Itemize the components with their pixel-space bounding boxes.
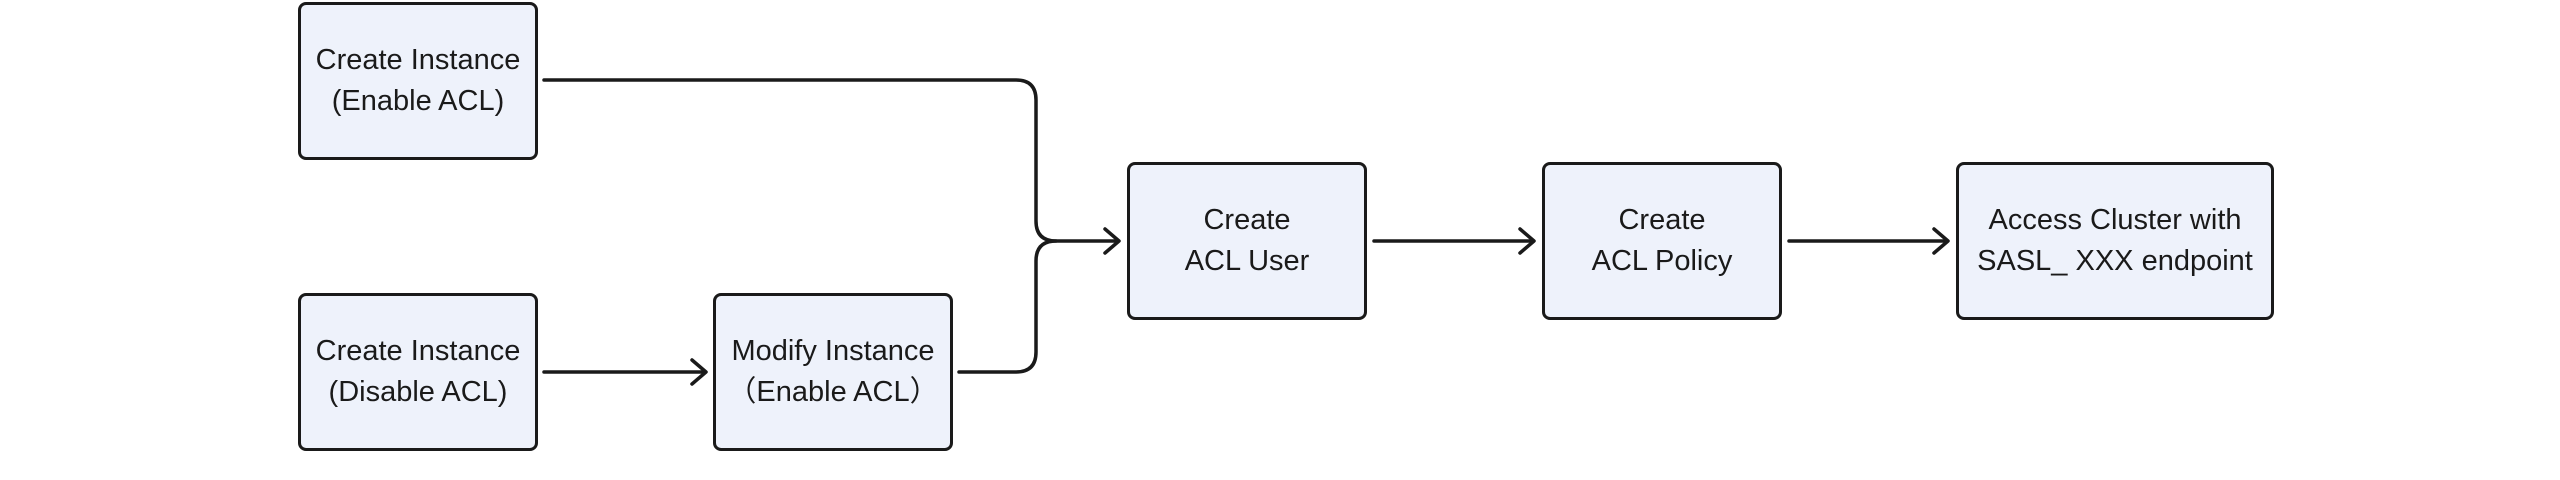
node-label-line1: Create <box>1618 204 1706 236</box>
arrowhead-acl-user <box>1103 227 1121 255</box>
connector-enable-to-acl-user <box>542 78 1119 243</box>
arrowhead-acl-policy <box>1518 227 1536 255</box>
arrowhead-access-cluster <box>1932 227 1950 255</box>
node-create-instance-enable-acl: Create Instance (Enable ACL) <box>298 2 538 160</box>
node-label-line2: (Enable ACL) <box>331 85 505 117</box>
node-create-instance-disable-acl: Create Instance (Disable ACL) <box>298 293 538 451</box>
node-modify-instance-enable-acl: Modify Instance （Enable ACL） <box>713 293 953 451</box>
node-label-line2: ACL Policy <box>1591 245 1733 277</box>
node-label-line1: Access Cluster with <box>1988 204 2242 236</box>
node-access-cluster: Access Cluster with SASL_ XXX endpoint <box>1956 162 2274 320</box>
node-create-acl-user: Create ACL User <box>1127 162 1367 320</box>
node-create-acl-policy: Create ACL Policy <box>1542 162 1782 320</box>
node-label-line2: (Disable ACL) <box>328 376 508 408</box>
node-label-line1: Create Instance <box>315 335 521 367</box>
connector-modify-to-acl-user <box>957 239 1058 374</box>
node-label-line1: Create Instance <box>315 44 521 76</box>
arrowhead-modify <box>690 358 708 386</box>
node-label-line2: ACL User <box>1184 245 1310 277</box>
node-label-line1: Modify Instance <box>731 335 935 367</box>
node-label-line2: （Enable ACL） <box>727 376 939 408</box>
node-label-line1: Create <box>1203 204 1291 236</box>
node-label-line2: SASL_ XXX endpoint <box>1977 245 2253 277</box>
